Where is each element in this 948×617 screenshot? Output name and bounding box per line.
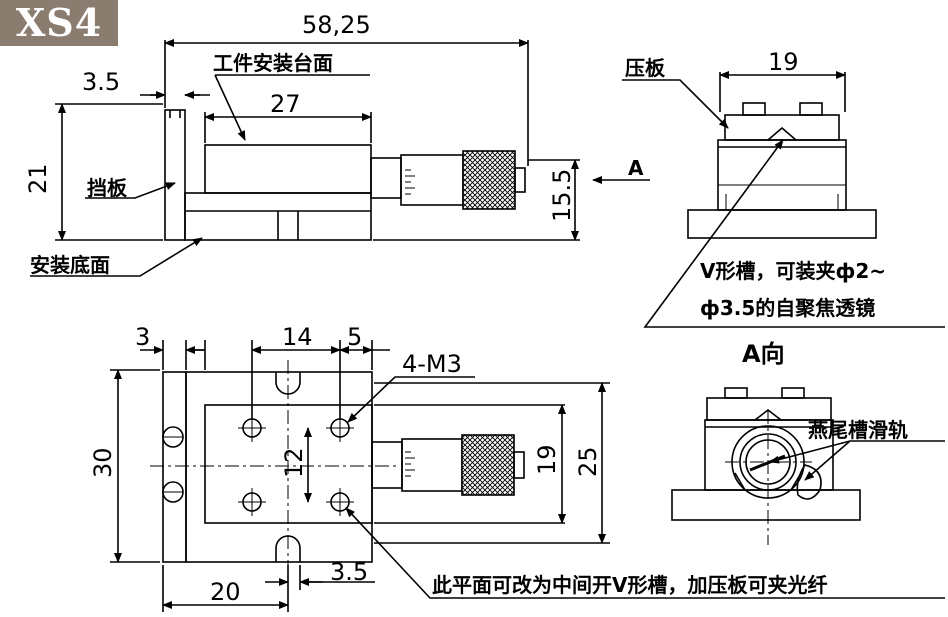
dim-hole-pitch-y: 12 xyxy=(280,447,308,478)
dim-height: 21 xyxy=(24,163,52,194)
dim-side-height: 15.5 xyxy=(548,169,576,222)
label-plane-note: 此平面可改为中间开V形槽，加压板可夹光纤 xyxy=(432,573,827,597)
view-a xyxy=(671,387,945,545)
side-view xyxy=(622,71,945,328)
dim-outer-width: 25 xyxy=(574,446,602,477)
dim-hole-spacing: 14 xyxy=(282,323,313,351)
view-arrow-label: A xyxy=(628,156,644,180)
dim-top-width: 27 xyxy=(270,90,301,118)
label-v-groove-1: V形槽，可装夹ф2~ xyxy=(700,259,886,283)
dim-total-width: 30 xyxy=(89,447,117,478)
label-work-surface: 工件安装台面 xyxy=(213,51,333,75)
plan-view xyxy=(110,340,945,612)
dim-clamp-width: 19 xyxy=(768,48,799,76)
label-clamp-plate: 压板 xyxy=(625,56,666,80)
label-mount-surface: 安装底面 xyxy=(30,253,110,277)
dim-slot-width: 3.5 xyxy=(330,558,368,586)
dim-plan-left-offset: 3 xyxy=(135,323,150,351)
dim-plate-thickness: 3.5 xyxy=(82,68,120,96)
front-view xyxy=(30,39,650,277)
label-dovetail: 燕尾槽滑轨 xyxy=(808,418,908,442)
dim-inner-width: 19 xyxy=(533,444,561,475)
label-v-groove-2: ф3.5的自聚焦透镜 xyxy=(700,296,875,320)
view-a-title: A向 xyxy=(742,340,785,368)
model-badge: XS4 xyxy=(0,0,118,46)
dim-slot-offset: 20 xyxy=(210,578,241,606)
dim-overall-length: 58,25 xyxy=(302,11,371,39)
label-stop-plate: 挡板 xyxy=(87,176,128,200)
dim-hole-edge: 5 xyxy=(347,323,362,351)
label-threads: 4-M3 xyxy=(402,350,462,378)
